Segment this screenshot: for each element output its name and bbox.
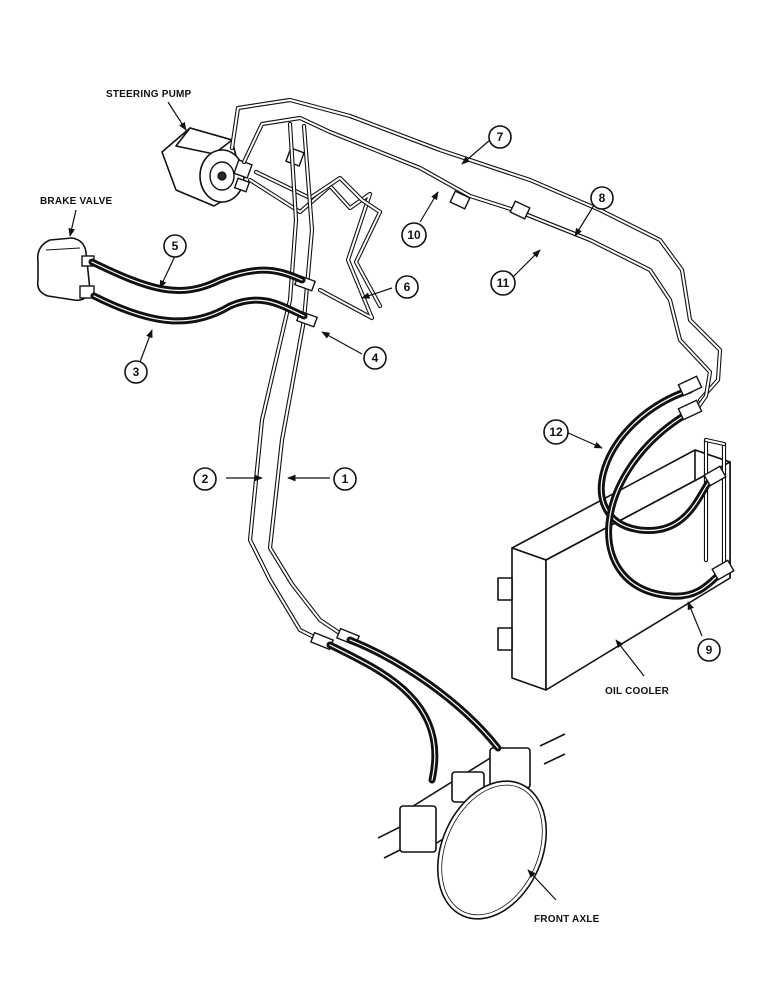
- callout-10: 10: [401, 222, 427, 248]
- callout-3-number: 3: [133, 365, 140, 379]
- callout-10-number: 10: [407, 228, 421, 242]
- callout-11: 11: [490, 270, 516, 296]
- callout-8-number: 8: [599, 191, 606, 205]
- front-axle-label: FRONT AXLE: [534, 914, 600, 925]
- callout-12: 12: [543, 419, 569, 445]
- callout-7: 7: [488, 125, 512, 149]
- brake-valve-label: BRAKE VALVE: [40, 196, 113, 207]
- callout-11-number: 11: [497, 276, 510, 290]
- callout-1: 1: [333, 467, 357, 491]
- callout-5: 5: [163, 234, 187, 258]
- leader-lines: [68, 101, 703, 901]
- hoses: [88, 258, 735, 784]
- callout-7-number: 7: [497, 130, 504, 144]
- oil-cooler-label: OIL COOLER: [605, 686, 670, 697]
- brake-valve: [36, 237, 95, 302]
- callout-6-number: 6: [404, 280, 411, 294]
- callout-2: 2: [193, 467, 217, 491]
- callout-12-number: 12: [549, 425, 563, 439]
- steering-pump-label: STEERING PUMP: [106, 89, 192, 100]
- callout-9-number: 9: [706, 643, 713, 657]
- callout-4-number: 4: [372, 351, 379, 365]
- steering-pump: [161, 127, 253, 207]
- front-axle: [377, 733, 566, 920]
- callout-4: 4: [363, 346, 387, 370]
- callout-8: 8: [590, 186, 614, 210]
- callout-9: 9: [697, 638, 721, 662]
- callout-6: 6: [395, 275, 419, 299]
- callout-1-number: 1: [342, 472, 349, 486]
- callout-5-number: 5: [172, 239, 179, 253]
- callout-3: 3: [124, 360, 148, 384]
- callout-2-number: 2: [202, 472, 209, 486]
